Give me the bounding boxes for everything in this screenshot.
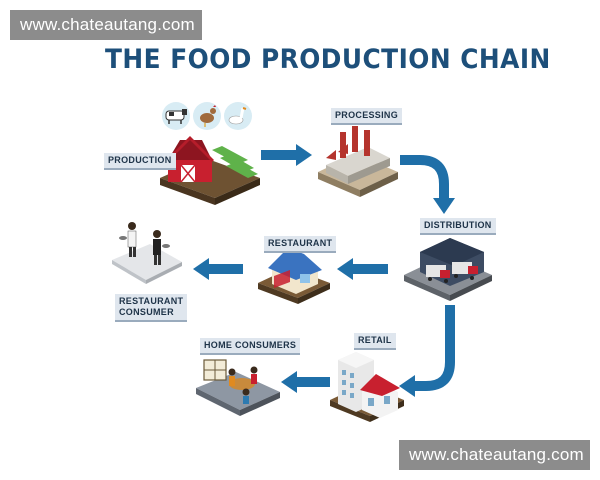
restaurant-consumer-illustration	[112, 222, 182, 284]
flow-arrows	[193, 144, 455, 397]
cow-icon	[162, 102, 190, 130]
home-consumers-illustration	[196, 359, 280, 416]
watermark-bottom: www.chateautang.com	[399, 440, 590, 470]
arrow-processing-to-distribution	[400, 155, 455, 214]
restaurant-illustration	[258, 248, 330, 304]
factory-illustration	[318, 126, 398, 197]
arrow-distribution-to-restaurant	[337, 258, 388, 280]
label-processing: PROCESSING	[331, 108, 403, 125]
label-restaurant-consumer: RESTAURANT CONSUMER	[115, 294, 188, 322]
retail-illustration	[330, 352, 404, 422]
warehouse-illustration	[404, 238, 492, 301]
arrow-restaurant-to-consumer	[193, 258, 243, 280]
farm-illustration	[160, 136, 260, 205]
label-retail: RETAIL	[354, 333, 396, 350]
arrow-production-to-processing	[261, 144, 312, 166]
watermark-top: www.chateautang.com	[10, 10, 202, 40]
label-production: PRODUCTION	[104, 153, 176, 170]
label-restaurant-consumer-line2: CONSUMER	[119, 307, 174, 317]
label-distribution: DISTRIBUTION	[420, 218, 496, 235]
chicken-icon	[193, 102, 221, 130]
arrow-retail-to-home	[281, 371, 330, 393]
label-home-consumers: HOME CONSUMERS	[200, 338, 301, 355]
label-restaurant: RESTAURANT	[264, 236, 337, 253]
goose-icon	[224, 102, 252, 130]
label-restaurant-consumer-line1: RESTAURANT	[119, 296, 184, 306]
arrow-distribution-to-retail	[399, 305, 455, 397]
